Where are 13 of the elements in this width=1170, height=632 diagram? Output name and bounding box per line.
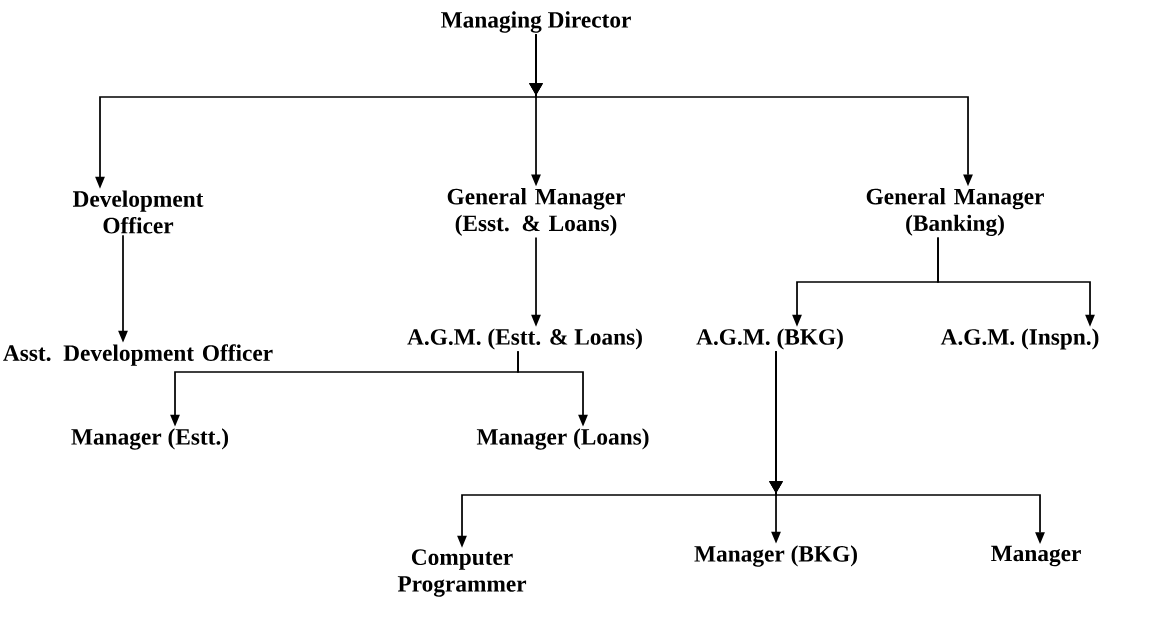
- title-text: A.G.M. (Estt. & Loans): [407, 328, 642, 350]
- title-text: Asst. Development Officer: [3, 344, 273, 366]
- title-text: Managing Director: [441, 11, 631, 33]
- title-text: A.G.M. (Inspn.): [940, 328, 1099, 350]
- title-text: General Manager (Esst. & Loans): [447, 188, 625, 236]
- title-text: Manager (Loans): [476, 428, 649, 450]
- title-text: Manager (Estt.): [71, 428, 229, 450]
- title-text: General Manager (Banking): [866, 188, 1044, 236]
- title-text: A.G.M. (BKG): [696, 328, 843, 350]
- title-text: Manager: [991, 545, 1081, 567]
- title-text: Computer Programmer: [397, 549, 527, 597]
- title-text: Manager (BKG): [694, 545, 857, 567]
- title-text: Development Officer: [72, 190, 204, 234]
